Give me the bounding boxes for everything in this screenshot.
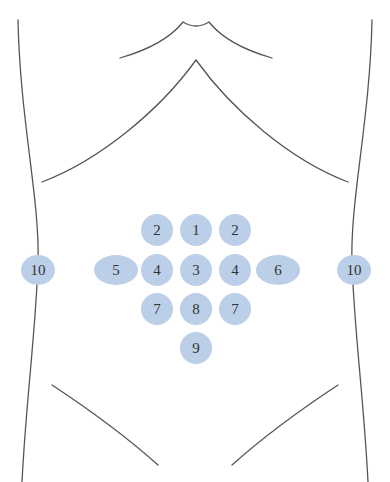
left-groin-line bbox=[52, 385, 158, 465]
region-ellipse-fill bbox=[337, 255, 371, 285]
callout-number: 2 bbox=[141, 214, 173, 246]
right-flank bbox=[352, 20, 372, 482]
callout-number: 5 bbox=[94, 255, 138, 285]
region-marker: 10 bbox=[21, 255, 55, 285]
region-ellipse-fill bbox=[180, 254, 212, 286]
region-ellipse-fill bbox=[141, 293, 173, 325]
region-ellipse-fill bbox=[94, 255, 138, 285]
region-ellipse-fill bbox=[180, 332, 212, 364]
region-ellipse-fill bbox=[180, 214, 212, 246]
region-ellipse-fill bbox=[256, 255, 300, 285]
rib-margin bbox=[42, 60, 348, 182]
callout-number: 10 bbox=[337, 255, 371, 285]
callout-number: 4 bbox=[219, 254, 251, 286]
callout-number: 4 bbox=[141, 254, 173, 286]
callout-number: 9 bbox=[180, 332, 212, 364]
neckline bbox=[120, 22, 272, 58]
region-ellipse-fill bbox=[180, 293, 212, 325]
region-ellipse-fill bbox=[21, 255, 55, 285]
callout-number: 2 bbox=[219, 214, 251, 246]
region-marker: 2 bbox=[141, 214, 173, 246]
region-marker: 7 bbox=[219, 293, 251, 325]
right-groin-line bbox=[232, 385, 338, 465]
region-marker: 6 bbox=[256, 255, 300, 285]
callout-number: 7 bbox=[141, 293, 173, 325]
region-marker: 7 bbox=[141, 293, 173, 325]
region-ellipse-fill bbox=[219, 254, 251, 286]
callout-number: 7 bbox=[219, 293, 251, 325]
region-marker: 4 bbox=[141, 254, 173, 286]
region-marker: 2 bbox=[219, 214, 251, 246]
region-marker: 9 bbox=[180, 332, 212, 364]
region-ellipse-fill bbox=[219, 293, 251, 325]
region-marker: 5 bbox=[94, 255, 138, 285]
region-marker: 10 bbox=[337, 255, 371, 285]
callout-number: 1 bbox=[180, 214, 212, 246]
region-marker: 1 bbox=[180, 214, 212, 246]
region-marker: 4 bbox=[219, 254, 251, 286]
region-marker: 8 bbox=[180, 293, 212, 325]
callout-number: 3 bbox=[180, 254, 212, 286]
callout-number: 8 bbox=[180, 293, 212, 325]
callout-number: 6 bbox=[256, 255, 300, 285]
left-flank bbox=[18, 20, 38, 482]
region-marker: 3 bbox=[180, 254, 212, 286]
callout-number: 10 bbox=[21, 255, 55, 285]
region-ellipse-fill bbox=[219, 214, 251, 246]
region-ellipse-fill bbox=[141, 254, 173, 286]
region-ellipse-fill bbox=[141, 214, 173, 246]
